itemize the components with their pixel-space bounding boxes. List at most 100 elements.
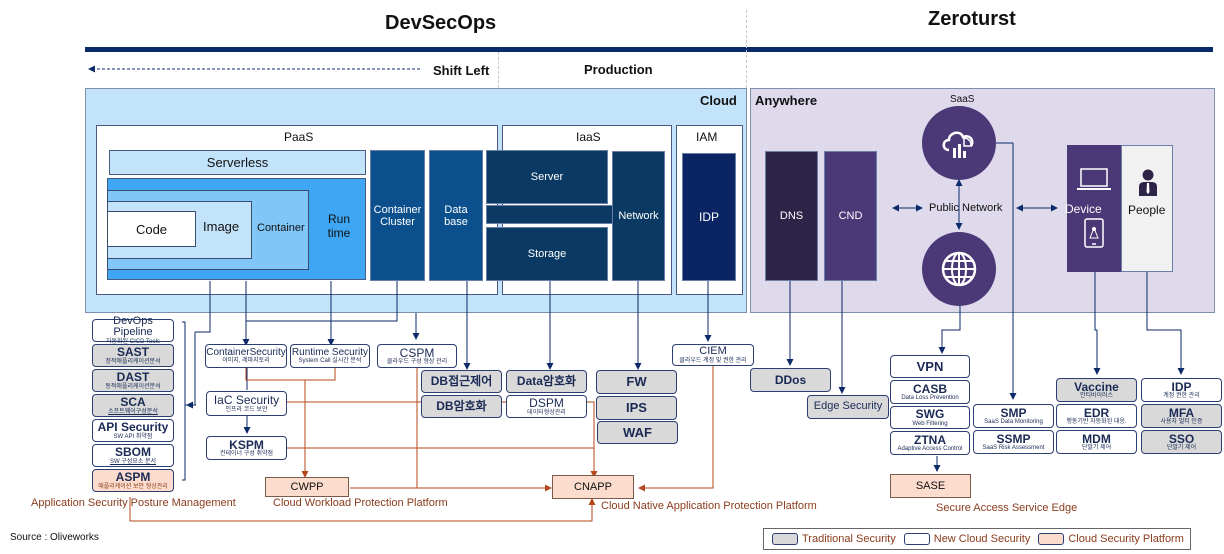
dns-label: DNS [779,210,804,222]
ztna-sub: Adaptive Access Control [897,446,963,453]
runtime-security-sub: System Call 실시간 분석 [298,358,362,365]
runtime-security-box: Runtime Security System Call 실시간 분석 [290,344,370,368]
cnd-label: CND [838,210,863,222]
aspm-caption: Application Security Posture Management [31,497,236,509]
iac-security-title: IaC Security [213,393,280,408]
runtime-label: Run time [316,212,362,240]
waf-box: WAF [597,421,678,444]
sast-sub: 정적애플리케이션분석 [105,358,161,365]
database-box: Data base [429,150,483,281]
network-label: Network [618,210,659,222]
mdm-box: MDM 단말기 제어 [1056,430,1137,454]
mobile-icon [1084,218,1104,248]
db-encryption-label: DB암호화 [436,399,487,414]
runtime-line2: time [327,226,351,240]
legend-swatch-platform [1038,533,1065,545]
legend-platform-label: Cloud Security Platform [1068,533,1184,545]
devsecops-title: DevSecOps [385,12,497,34]
database-line2: base [444,215,468,228]
mdm-title: MDM [1082,431,1111,446]
legend-swatch-traditional [772,533,798,545]
sbom-title: SBOM [115,445,151,460]
sast-title: SAST [116,345,149,360]
source-note: Source : Oliveworks [10,532,99,543]
aspm-title: ASPM [115,470,151,485]
cloud-label: Cloud [700,93,737,108]
people-box: People [1121,145,1173,272]
casb-sub: Data Loss Prevention [901,395,959,402]
sso-box: SSO 단말기 제어 [1141,430,1222,454]
db-encryption-box: DB암호화 [421,395,502,418]
cspm-title: CSPM [399,345,435,360]
kspm-sub: 컨테이너 구성 취약점 [219,451,273,458]
legend-new-cloud-label: New Cloud Security [933,533,1031,545]
storage-box: Storage [486,227,608,281]
ssmp-sub: SaaS Risk Assessment [982,445,1045,452]
anywhere-label: Anywhere [755,93,818,108]
aspm-box: ASPM 애플리케이션 보안 형상관리 [92,469,174,492]
edr-box: EDR 행동기반 자동화된 대응. [1056,404,1137,428]
vaccine-box: Vaccine 안티바이러스 [1056,378,1137,402]
laptop-icon [1077,168,1111,190]
phase-divider [498,52,499,88]
edr-sub: 행동기반 자동화된 대응. [1066,419,1127,426]
swg-title: SWG [915,407,945,422]
sca-sub: 소프트웨어구성분석 [108,408,158,415]
mfa-title: MFA [1168,405,1195,420]
db-access-control-box: DB접근제어 [421,370,502,393]
casb-title: CASB [912,381,947,396]
api-security-sub: SW API 취약점 [113,433,153,440]
container-security-box: ContainerSecurity 이미지, 레파지토리 [205,344,287,368]
code-box: Code [107,211,196,247]
shift-left-label: Shift Left [433,63,490,78]
vaccine-sub: 안티바이러스 [1079,393,1114,400]
iac-security-sub: 인프라 코드 보안 [225,406,268,413]
idp-label: IDP [698,210,719,224]
cwpp-box: CWPP [265,477,349,497]
sase-caption: Secure Access Service Edge [936,502,1078,514]
edge-security-label: Edge Security [813,400,883,413]
section-divider [746,10,747,88]
sase-label: SASE [915,480,946,492]
container-cluster-box: Container Cluster [370,150,425,281]
saas-label: SaaS [950,94,975,105]
container-label: Container [257,222,305,234]
legend: Traditional Security New Cloud Security … [763,528,1191,550]
ciem-sub: 클라우드 계정 및 권한 관리 [679,357,747,364]
dast-title: DAST [116,370,150,385]
cnapp-label: CNAPP [574,481,612,493]
iaas-label: IaaS [576,130,601,144]
serverless-box: Serverless [109,150,366,175]
device-box: Device [1065,145,1121,272]
mfa-box: MFA 사용자 멀티 인증 [1141,404,1222,428]
sbom-box: SBOM SW 구성요소 문서 [92,444,174,467]
mdm-sub: 단말기 제어 [1081,445,1112,452]
aspm-sub: 애플리케이션 보안 형상관리 [98,483,168,490]
ddos-box: DDos [750,368,831,392]
edr-title: EDR [1083,405,1110,420]
data-encryption-label: Data암호화 [516,374,577,389]
paas-label: PaaS [284,130,314,144]
iac-security-box: IaC Security 인프라 코드 보안 [206,391,287,416]
zerotrust-title: Zeroturst [928,8,1016,30]
devops-pipeline-box: DevOps Pipeline 자동화된 CICD Tools [92,315,174,345]
iam-label: IAM [696,130,718,144]
ssmp-title: SSMP [996,431,1031,446]
data-encryption-box: Data암호화 [506,370,587,393]
kspm-title: KSPM [229,437,264,452]
dns-box: DNS [765,151,818,281]
fw-label: FW [626,374,647,390]
api-security-title: API Security [97,420,169,435]
devops-pipeline-sub: 자동화된 CICD Tools [106,338,160,345]
swg-box: SWG Web Filtering [890,406,970,429]
dast-sub: 동적애플리케이션분석 [105,383,161,390]
mfa-sub: 사용자 멀티 인증 [1160,419,1203,426]
api-security-box: API Security SW API 취약점 [92,419,174,442]
cnd-box: CND [824,151,877,281]
container-security-sub: 이미지, 레파지토리 [222,358,270,365]
image-label: Image [203,219,240,234]
legend-swatch-new-cloud [903,533,930,545]
code-label: Code [135,221,168,237]
container-cluster-line2: Cluster [380,215,415,228]
runtime-line1: Run [327,212,350,226]
